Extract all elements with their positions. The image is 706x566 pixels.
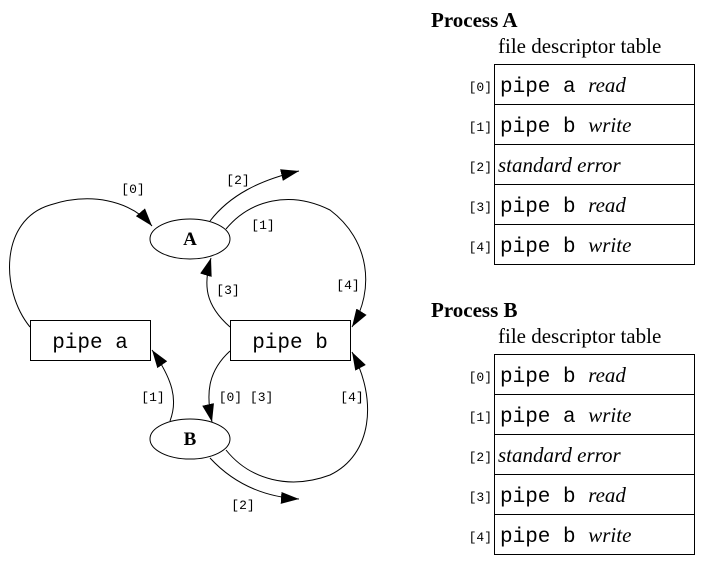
process-a-title: Process A [431,8,518,32]
edge-pipe-b-to-a [200,257,231,328]
pipe-a-label: pipe a [52,332,128,355]
fd-index: [0] [468,370,492,385]
fd-target: pipe b [500,116,589,139]
fd-mode: read [588,193,626,217]
fd-mode: write [588,523,632,547]
edge-label-a-2: [2] [226,173,249,188]
edge-label-b-4: [4] [340,390,363,405]
fd-mode: read [588,363,626,387]
pipe-a-node: pipe a [30,320,151,361]
fd-row: pipe b write [494,514,695,555]
fd-target: pipe b [500,366,589,389]
fd-row: standard error [494,434,695,475]
process-b-label: B [184,429,197,450]
fd-target: pipe b [500,526,589,549]
edge-a-to-pipe-b [225,199,367,328]
process-a-node: A [149,218,231,260]
edge-b-to-pipe-b [225,351,369,483]
edge-label-a-4: [4] [336,278,359,293]
process-b-node: B [149,418,231,460]
fd-mode: write [588,233,632,257]
edge-b-to-stderr [209,457,300,504]
fd-row: standard error [494,144,695,185]
fd-index: [4] [468,240,492,255]
fd-index: [1] [468,120,492,135]
fd-index: [4] [468,530,492,545]
fd-index: [2] [468,450,492,465]
fd-row: pipe a write [494,394,695,435]
fd-target: pipe a [500,76,589,99]
fd-target: pipe b [500,236,589,259]
edge-pipe-b-to-b [202,350,231,423]
fd-row: pipe b read [494,184,695,225]
process-b-title: Process B [431,298,518,322]
fd-target: pipe b [500,486,589,509]
fd-mode: write [588,113,632,137]
edge-a-to-stderr [209,169,300,222]
pipe-graph: A B pipe a pipe b [0] [2] [1] [4] [3] [1… [9,169,369,513]
fd-mode: standard error [498,443,621,467]
edge-label-b-1: [1] [141,390,164,405]
fd-row: pipe b write [494,104,695,145]
fd-target: pipe a [500,406,589,429]
edge-label-a-1: [1] [251,218,274,233]
edge-pipe-a-to-a [9,198,153,328]
fd-index: [2] [468,160,492,175]
fd-mode: standard error [498,153,621,177]
edge-label-b-0-3: [0] [3] [219,390,274,405]
edge-label-a-3: [3] [216,283,239,298]
pipe-b-label: pipe b [252,332,328,355]
fd-index: [1] [468,410,492,425]
fd-index: [0] [468,80,492,95]
pipe-b-node: pipe b [230,320,351,361]
fd-mode: read [588,73,626,97]
process-b-subtitle: file descriptor table [498,324,662,348]
edge-label-a-0: [0] [121,182,144,197]
fd-row: pipe b read [494,354,695,395]
fd-row: pipe a read [494,64,695,105]
process-a-label: A [183,229,197,250]
process-a-subtitle: file descriptor table [498,34,662,58]
fd-index: [3] [468,490,492,505]
fd-mode: write [588,403,632,427]
fd-index: [3] [468,200,492,215]
fd-row: pipe b read [494,474,695,515]
edge-label-b-2: [2] [231,498,254,513]
fd-mode: read [588,483,626,507]
fd-row: pipe b write [494,224,695,265]
fd-target: pipe b [500,196,589,219]
edge-b-to-pipe-a [151,349,175,422]
